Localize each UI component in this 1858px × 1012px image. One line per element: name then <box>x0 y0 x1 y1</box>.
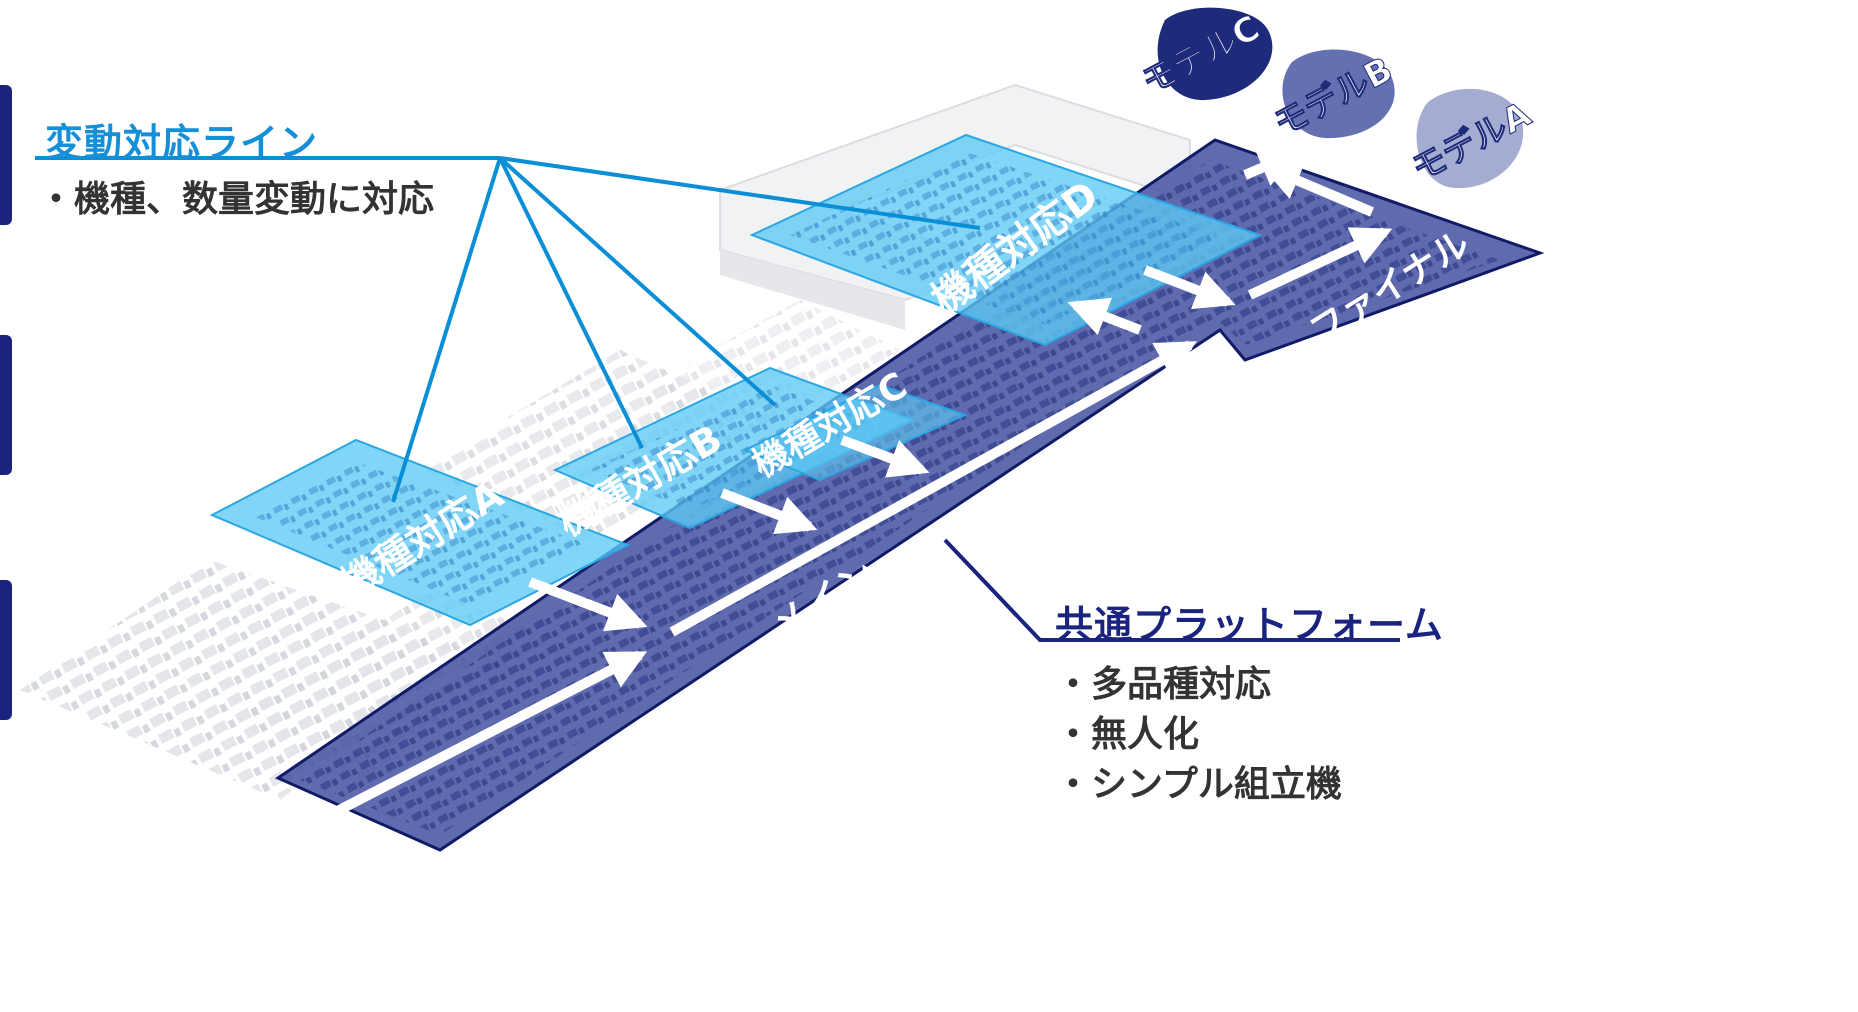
cell-a-feed-arrow <box>528 577 648 632</box>
common-platform-leader <box>943 538 1400 642</box>
shipping-arrow <box>1243 149 1300 186</box>
side-tab-top <box>0 85 12 225</box>
common-platform-item: ・シンプル組立機 <box>1055 764 1342 805</box>
final-flow-arrow <box>1247 227 1393 300</box>
main-flow-arrow-1 <box>317 650 648 825</box>
cell-c-feed-arrow <box>840 435 930 478</box>
cell-a-area <box>209 438 631 627</box>
variable-line-leaders <box>35 156 981 503</box>
variable-line-item: ・機種、数量変動に対応 <box>38 179 435 220</box>
cell-b-feed-arrow <box>720 488 818 535</box>
model-b-blob <box>1282 49 1395 139</box>
leader-to-cell-d <box>499 156 981 230</box>
model-c-blob <box>1157 7 1273 101</box>
flow-arrows <box>317 149 1393 825</box>
cell-d-area <box>749 133 1263 347</box>
main-flow-arrow-2 <box>669 340 1197 637</box>
cell-d-feed-arrow <box>1143 265 1236 310</box>
leader-to-cell-c <box>498 156 777 407</box>
side-tab-bottom <box>0 580 12 720</box>
common-platform-item: ・多品種対応 <box>1055 664 1272 705</box>
common-platform-title: 共通プラットフォーム <box>1055 603 1444 647</box>
model-a-blob <box>1416 88 1524 189</box>
leader-to-cell-b <box>498 157 644 449</box>
cell-d-return-arrow <box>1067 297 1142 336</box>
leader-to-cell-a <box>391 157 502 503</box>
common-platform-item: ・無人化 <box>1055 714 1200 755</box>
cell-c-area <box>742 383 968 482</box>
platform-machinery <box>300 160 1500 835</box>
side-tab-middle <box>0 335 12 475</box>
variable-line-title: 変動対応ライン <box>45 121 319 165</box>
